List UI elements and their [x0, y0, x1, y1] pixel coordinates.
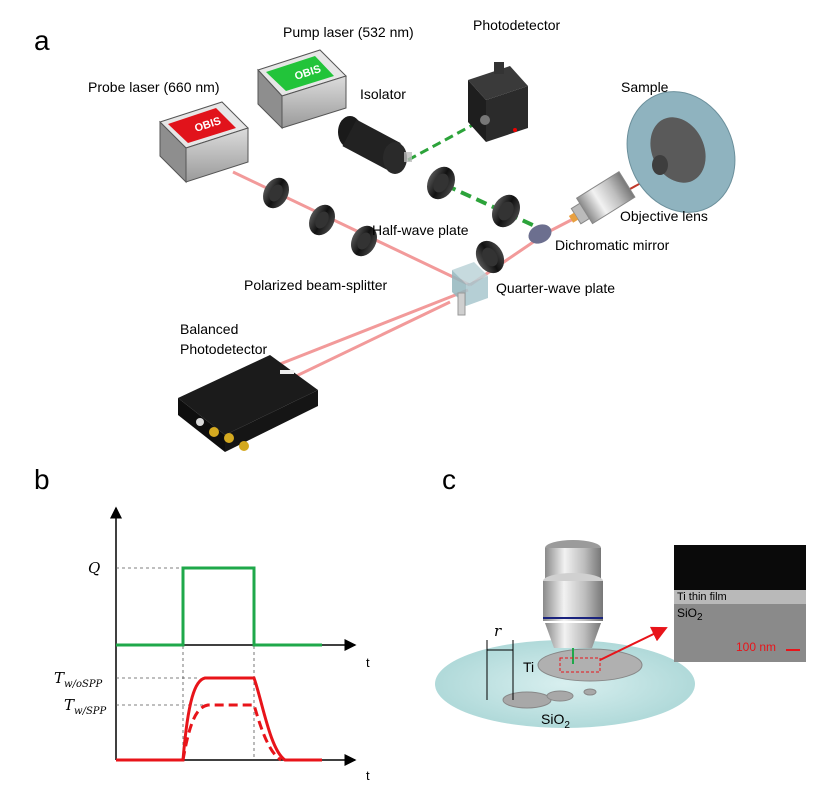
zoom-arrow	[599, 626, 668, 661]
objective-lens-device	[568, 170, 636, 225]
small-pad-2	[546, 690, 574, 702]
inset-sio2-main: SiO	[677, 606, 697, 620]
label-objective-lens: Objective lens	[620, 208, 708, 224]
label-photodetector: Photodetector	[473, 17, 561, 33]
panel-letter-b: b	[34, 464, 50, 495]
sio2-label: SiO2	[541, 711, 570, 731]
objective-lens-c	[543, 540, 603, 664]
label-balanced-line2: Photodetector	[180, 341, 268, 357]
inset-ti-film-label: Ti thin film	[677, 591, 727, 603]
sem-inset: Ti thin film SiO2 100 nm	[674, 545, 806, 662]
ti-label: Ti	[523, 659, 534, 675]
photodetector-device	[468, 62, 528, 142]
pump-beam-path	[407, 118, 549, 234]
zoom-selection	[559, 657, 601, 673]
scale-bar-label: 100 nm	[736, 640, 776, 654]
label-isolator: Isolator	[360, 86, 406, 102]
t-label-bottom: t	[366, 768, 370, 783]
t-wospp-sub: w/oSPP	[64, 679, 103, 690]
dichromatic-mirror-element	[528, 224, 552, 244]
sample-device	[626, 91, 736, 213]
panel-c: c r Ti SiO2	[435, 464, 806, 731]
r-dimension	[486, 640, 514, 700]
t-wspp-sub: w/SPP	[74, 706, 107, 717]
t-label-top: t	[366, 655, 370, 670]
sio2-sub: 2	[564, 720, 570, 731]
optics-lenses	[263, 166, 520, 274]
small-pad-3	[583, 688, 597, 696]
pump-laser: OBIS	[257, 49, 347, 130]
sio2-main: SiO	[541, 711, 564, 727]
inset-sio2-label: SiO2	[677, 606, 703, 623]
pump-pulse-line	[116, 566, 322, 647]
label-quarter-wave-plate: Quarter-wave plate	[496, 280, 615, 296]
q-label: Q	[88, 559, 100, 577]
t-wospp-label: Tw/oSPP	[54, 669, 103, 690]
panel-letter-c: c	[442, 464, 456, 495]
inset-sio2-sub: 2	[697, 612, 703, 623]
t-wspp-main: T	[64, 696, 75, 714]
response-without-spp	[116, 676, 322, 762]
balanced-photodetector-device	[178, 355, 318, 452]
response-with-spp	[181, 703, 282, 762]
label-half-wave-plate: Half-wave plate	[372, 222, 469, 238]
label-dichromatic-mirror: Dichromatic mirror	[555, 237, 670, 253]
label-sample: Sample	[621, 79, 669, 95]
label-balanced-line1: Balanced	[180, 321, 238, 337]
panel-b: b t t Q Tw/oSPP Tw/SPP	[34, 464, 370, 783]
probe-laser: OBIS	[159, 101, 249, 184]
ti-pad	[537, 648, 643, 682]
label-pump-laser: Pump laser (532 nm)	[283, 24, 414, 40]
isolator	[338, 116, 412, 174]
small-pad-1	[502, 691, 552, 709]
beam-splitter-cube	[452, 262, 488, 316]
label-polarized-beam-splitter: Polarized beam-splitter	[244, 277, 388, 293]
t-wspp-label: Tw/SPP	[64, 696, 107, 717]
panel-a: a OBIS OBIS	[34, 17, 736, 452]
r-label: r	[494, 622, 502, 640]
t-wospp-main: T	[54, 669, 65, 687]
label-probe-laser: Probe laser (660 nm)	[88, 79, 220, 95]
panel-letter-a: a	[34, 25, 50, 56]
